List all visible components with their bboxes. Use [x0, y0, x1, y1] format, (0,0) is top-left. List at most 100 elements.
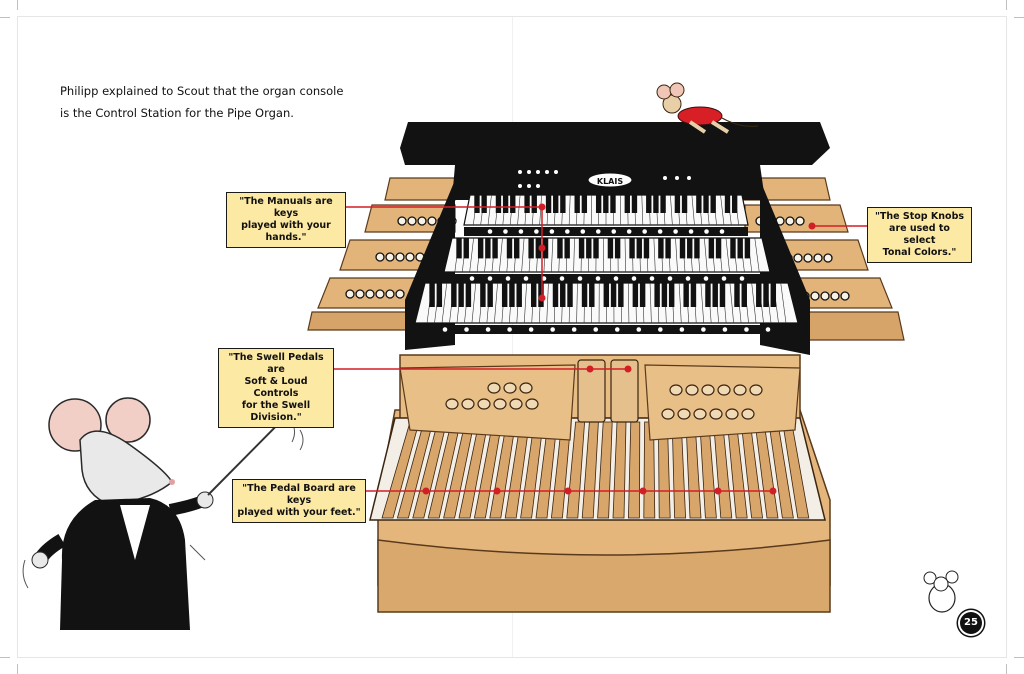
piston-button	[765, 327, 771, 332]
white-key-divider	[751, 282, 757, 324]
black-key	[514, 238, 520, 259]
leader-lines	[334, 203, 867, 495]
piston-button	[703, 276, 709, 281]
control-knob	[669, 384, 683, 396]
console-logo: KLAIS	[597, 177, 623, 186]
stop-knob	[427, 216, 437, 226]
control-knob	[701, 384, 715, 396]
black-key	[458, 283, 464, 307]
black-key	[734, 283, 740, 307]
black-key	[574, 195, 580, 213]
white-key-divider	[471, 282, 477, 324]
black-key	[763, 283, 769, 307]
black-key	[557, 238, 563, 259]
piston-button	[485, 327, 491, 332]
piston-button	[505, 276, 511, 281]
stop-knob	[385, 289, 395, 299]
black-key	[696, 195, 702, 213]
narration-line: Philipp explained to Scout that the orga…	[60, 84, 344, 98]
black-key	[465, 283, 472, 307]
black-key	[510, 195, 516, 213]
black-key	[705, 283, 711, 307]
black-key	[643, 238, 650, 259]
white-key-divider	[546, 282, 549, 324]
black-key	[614, 238, 621, 259]
case-light	[554, 170, 558, 174]
white-key-divider	[551, 237, 554, 273]
pedal-key	[627, 421, 641, 519]
black-key	[731, 195, 738, 213]
black-key	[683, 283, 689, 307]
white-key-divider	[499, 237, 503, 273]
stop-knob	[840, 291, 850, 301]
white-key-divider	[517, 194, 521, 226]
piston-button	[673, 229, 678, 234]
black-key	[741, 283, 747, 307]
black-key	[610, 195, 616, 213]
control-knob	[709, 408, 723, 420]
pedal-key	[597, 421, 613, 519]
black-key	[629, 238, 635, 259]
piston-button	[722, 327, 728, 332]
black-key	[665, 238, 671, 259]
white-key-divider	[720, 194, 725, 226]
case-light	[518, 170, 522, 174]
stop-knob	[395, 289, 405, 299]
black-key	[564, 238, 570, 259]
black-key	[703, 195, 709, 213]
white-key-divider	[678, 282, 682, 324]
black-key	[770, 283, 777, 307]
narration-line: is the Control Station for the Pipe Orga…	[60, 106, 294, 120]
case-light	[527, 170, 531, 174]
white-key-divider	[568, 194, 571, 226]
white-key-divider	[754, 237, 760, 273]
black-key	[553, 195, 559, 213]
scout-mouse-on-console	[656, 82, 759, 134]
piston-button	[571, 327, 577, 332]
white-key-divider	[700, 282, 705, 324]
piston-button	[518, 229, 524, 234]
piston-button	[739, 276, 745, 281]
case-light	[536, 170, 540, 174]
black-key	[501, 283, 508, 307]
piston-button	[565, 229, 570, 234]
black-key	[690, 283, 697, 307]
piston-button	[642, 229, 647, 234]
white-key-divider	[704, 237, 708, 273]
black-key	[756, 283, 762, 307]
stop-knob	[395, 252, 405, 262]
white-key-divider	[691, 194, 695, 226]
swell-pedal-right	[610, 359, 639, 423]
stop-knob	[405, 252, 415, 262]
stop-knob	[365, 289, 375, 299]
black-key	[660, 195, 666, 213]
black-key	[595, 195, 602, 213]
control-knob	[519, 382, 533, 394]
black-key	[567, 283, 573, 307]
piston-rail	[444, 274, 770, 283]
black-key	[528, 238, 534, 259]
piston-button	[649, 276, 655, 281]
black-key	[581, 195, 588, 213]
small-mouse-icon	[923, 570, 959, 613]
control-knob	[717, 384, 731, 396]
black-key	[610, 283, 617, 307]
black-key	[694, 238, 700, 259]
white-key-divider	[576, 282, 578, 324]
black-key	[658, 238, 664, 259]
black-key	[715, 238, 722, 259]
case-light	[545, 170, 549, 174]
page-gutter	[512, 17, 513, 657]
black-key	[724, 195, 731, 213]
piston-button	[719, 229, 725, 234]
swell-area	[399, 359, 801, 441]
white-key-divider	[624, 237, 626, 273]
callout-text: "The Stop Knobs	[874, 211, 965, 222]
callout-text: "The Pedal Board are keys	[242, 483, 356, 506]
black-key	[639, 283, 646, 307]
black-key	[481, 195, 487, 213]
piston-rail	[415, 325, 798, 334]
case-light	[518, 184, 522, 188]
black-key	[530, 283, 537, 307]
white-key-divider	[780, 282, 787, 324]
